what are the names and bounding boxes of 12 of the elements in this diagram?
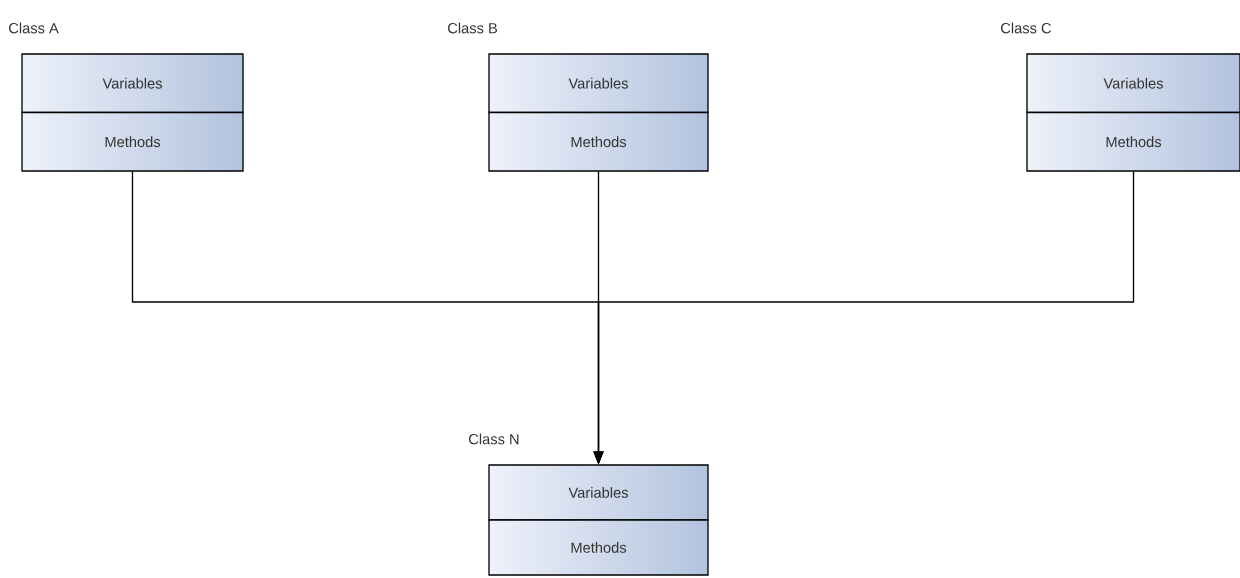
compartment: Variables bbox=[1026, 53, 1240, 114]
class-name: Class A bbox=[9, 22, 59, 34]
compartment: Methods bbox=[488, 111, 709, 172]
compartment: Variables bbox=[21, 53, 244, 114]
compartment: Variables bbox=[488, 464, 709, 521]
compartment: Variables bbox=[488, 53, 709, 114]
compartment: Methods bbox=[488, 519, 709, 576]
class-name: Class C bbox=[1001, 22, 1052, 34]
class-name: Class N bbox=[469, 433, 519, 445]
class-name: Class B bbox=[448, 22, 497, 34]
compartment: Methods bbox=[1026, 111, 1240, 172]
compartment: Methods bbox=[21, 111, 244, 172]
